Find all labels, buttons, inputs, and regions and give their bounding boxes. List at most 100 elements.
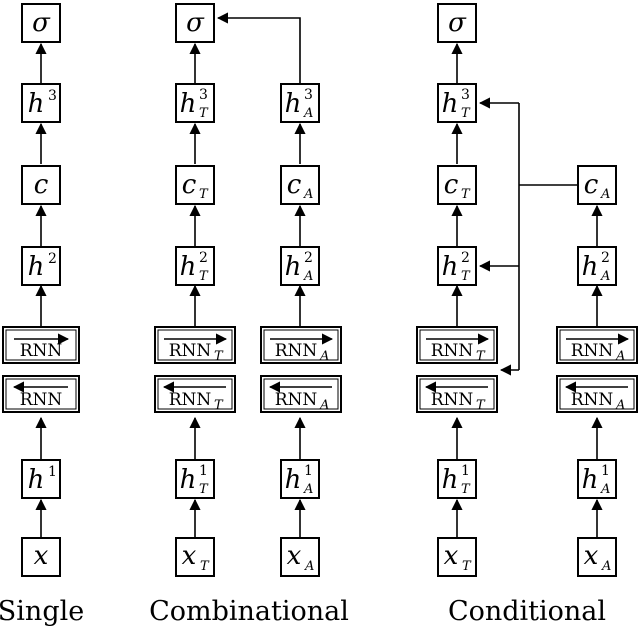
comb-rnn-t-forward-sub: T: [214, 349, 224, 364]
cond-sigma-node: σ: [437, 3, 477, 43]
comb-h1t-label: h: [180, 465, 197, 495]
cond-rnn-a-backward-sub: A: [615, 398, 625, 413]
comb-sigma-label: σ: [186, 8, 205, 38]
cond-sigma-label: σ: [448, 8, 467, 38]
cond-h2a-node: h 2 A: [577, 246, 617, 286]
comb-ct-label: c: [182, 170, 197, 200]
caption-combinational: Combinational: [149, 596, 349, 627]
cond-h3t-node: h 3 T: [437, 83, 477, 123]
combinational-a-column: h 3 A c A h 2 A RNN A RNN A: [216, 12, 342, 577]
comb-h2a-label: h: [285, 252, 302, 282]
cond-ca-node: c A: [577, 165, 617, 205]
cond-xa-node: x A: [577, 537, 617, 577]
cond-h1t-label: h: [442, 465, 459, 495]
comb-ct-sub: T: [199, 187, 209, 202]
single-rnn-backward-node: RNN: [2, 375, 80, 413]
cond-rnn-t-backward-label: RNN: [431, 390, 474, 410]
cond-ct-node: c T: [437, 165, 477, 205]
comb-h2a-sup: 2: [304, 250, 313, 266]
comb-h1a-sup: 1: [304, 463, 313, 479]
single-h3-node: h 3: [21, 83, 61, 123]
single-x-node: x: [21, 537, 61, 577]
comb-xa-node: x A: [280, 537, 320, 577]
comb-h1a-node: h 1 A: [280, 459, 320, 499]
single-h3-label: h: [28, 89, 45, 119]
comb-a-to-sigma-edge: [216, 12, 301, 83]
cond-rnn-t-forward-node: RNN T: [416, 326, 498, 364]
comb-h3t-node: h 3 T: [175, 83, 215, 123]
comb-rnn-t-forward-label: RNN: [169, 341, 212, 361]
cond-rnn-t-forward-label: RNN: [431, 341, 474, 361]
comb-h1t-node: h 1 T: [175, 459, 215, 499]
comb-ca-node: c A: [280, 165, 320, 205]
single-h2-node: h 2: [21, 246, 61, 286]
cond-h1t-node: h 1 T: [437, 459, 477, 499]
comb-rnn-t-backward-sub: T: [214, 398, 224, 413]
single-x-label: x: [34, 541, 49, 571]
cond-h1t-sub: T: [461, 482, 471, 497]
cond-ca-label: c: [584, 170, 599, 200]
single-h2-label: h: [28, 252, 45, 282]
comb-ct-node: c T: [175, 165, 215, 205]
cond-ca-sub: A: [600, 187, 610, 202]
conditional-t-column: σ h 3 T c T h 2 T RNN T: [416, 3, 498, 577]
cond-h2t-label: h: [442, 252, 459, 282]
caption-single: Single: [0, 596, 84, 627]
comb-h2t-label: h: [180, 252, 197, 282]
comb-h2t-node: h 2 T: [175, 246, 215, 286]
cond-ct-label: c: [444, 170, 459, 200]
comb-rnn-a-backward-sub: A: [319, 398, 329, 413]
cond-h2a-sub: A: [600, 269, 610, 284]
single-h1-sup: 1: [48, 464, 57, 480]
single-rnn-forward-node: RNN: [2, 326, 80, 364]
cond-rnn-a-backward-label: RNN: [571, 390, 614, 410]
cond-rnn-t-backward-node: RNN T: [416, 375, 498, 413]
single-c-label: c: [34, 170, 49, 200]
single-sigma-node: σ: [21, 3, 61, 43]
comb-h3a-sub: A: [303, 106, 313, 121]
cond-h3t-sup: 3: [461, 87, 470, 103]
single-h2-sup: 2: [48, 251, 57, 267]
comb-h3t-label: h: [180, 89, 197, 119]
cond-h2t-sup: 2: [461, 250, 470, 266]
cond-h1t-sup: 1: [461, 463, 470, 479]
single-column: σ h 3 c h 2 RNN RNN h: [2, 3, 80, 577]
cond-xt-label: x: [444, 541, 459, 571]
comb-h2a-sub: A: [303, 269, 313, 284]
comb-rnn-t-backward-label: RNN: [169, 390, 212, 410]
cond-xa-sub: A: [601, 559, 611, 574]
comb-rnn-a-forward-label: RNN: [275, 341, 318, 361]
comb-h1t-sub: T: [199, 482, 209, 497]
single-rnn-backward-label: RNN: [20, 390, 63, 410]
cond-h3t-label: h: [442, 89, 459, 119]
comb-xt-node: x T: [175, 537, 215, 577]
cond-h3t-sub: T: [461, 106, 471, 121]
comb-xa-sub: A: [304, 559, 314, 574]
comb-h2t-sup: 2: [199, 250, 208, 266]
single-h3-sup: 3: [48, 88, 57, 104]
cond-ct-sub: T: [461, 187, 471, 202]
single-rnn-forward-label: RNN: [20, 341, 63, 361]
cond-xt-sub: T: [462, 559, 472, 574]
comb-xa-label: x: [287, 541, 302, 571]
cond-rnn-a-forward-sub: A: [615, 349, 625, 364]
single-c-node: c: [21, 165, 61, 205]
cond-h1a-node: h 1 A: [577, 459, 617, 499]
comb-h1t-sup: 1: [199, 463, 208, 479]
comb-h2t-sub: T: [199, 269, 209, 284]
comb-xt-label: x: [182, 541, 197, 571]
combinational-t-column: σ h 3 T c T h 2 T RNN T: [154, 3, 236, 577]
single-sigma-label: σ: [32, 8, 51, 38]
comb-rnn-a-forward-sub: A: [319, 349, 329, 364]
comb-rnn-a-backward-label: RNN: [275, 390, 318, 410]
cond-h1a-sub: A: [600, 482, 610, 497]
comb-h2a-node: h 2 A: [280, 246, 320, 286]
comb-h3a-sup: 3: [304, 87, 313, 103]
cond-h2t-sub: T: [461, 269, 471, 284]
comb-h3a-label: h: [285, 89, 302, 119]
comb-ca-sub: A: [303, 187, 313, 202]
caption-conditional: Conditional: [448, 596, 606, 627]
comb-rnn-a-backward-node: RNN A: [260, 375, 342, 413]
cond-h1a-label: h: [582, 465, 599, 495]
